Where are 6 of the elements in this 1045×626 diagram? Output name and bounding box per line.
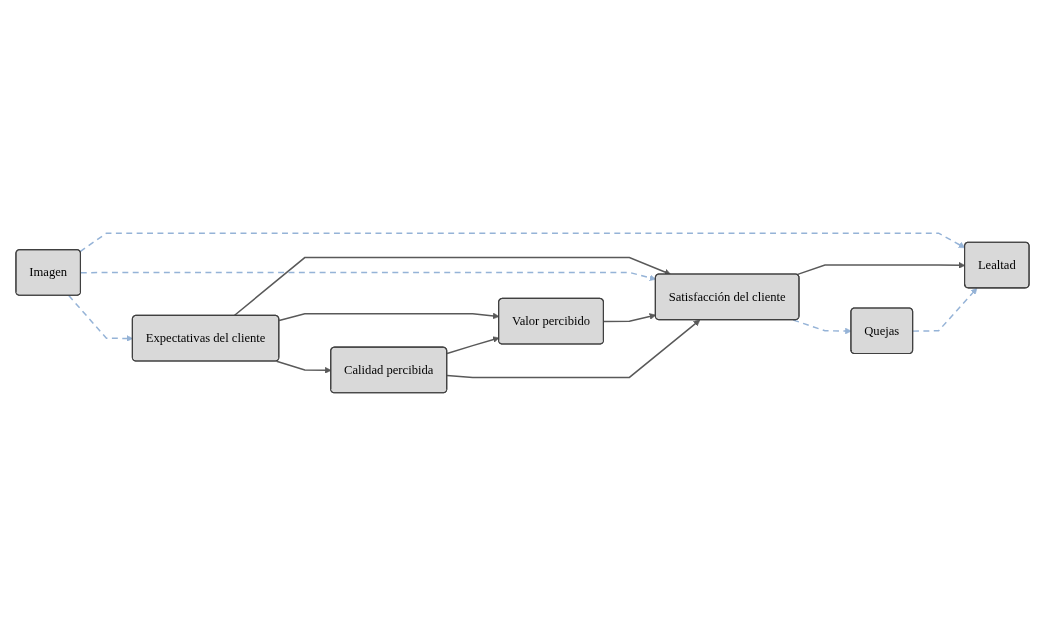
arrow <box>912 287 978 332</box>
arrow <box>80 271 656 281</box>
arrow <box>79 232 966 253</box>
arrow <box>603 313 656 323</box>
arrow <box>446 319 701 379</box>
arrow <box>233 256 671 317</box>
